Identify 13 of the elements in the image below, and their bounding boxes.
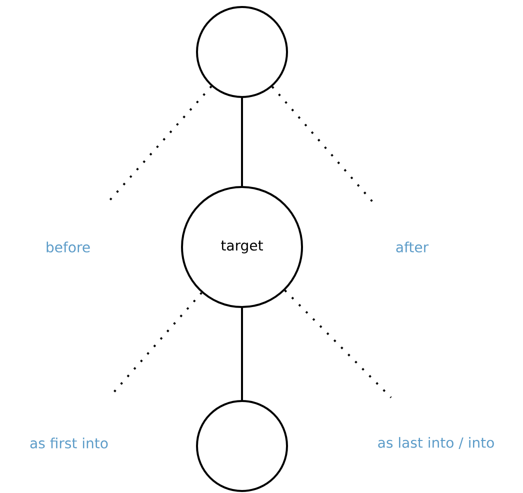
circle-node — [196, 400, 288, 492]
position-label: after — [396, 242, 429, 252]
position-label: as last into / into — [378, 437, 494, 449]
dotted-line — [107, 86, 212, 203]
circle-node — [196, 6, 288, 98]
line — [241, 98, 243, 186]
position-label: as first into — [30, 438, 108, 448]
circle-node: target — [181, 186, 303, 308]
position-label: before — [46, 242, 90, 252]
dotted-line — [271, 86, 374, 202]
dotted-line — [113, 292, 202, 393]
dotted-line — [284, 290, 392, 398]
line — [241, 308, 243, 400]
